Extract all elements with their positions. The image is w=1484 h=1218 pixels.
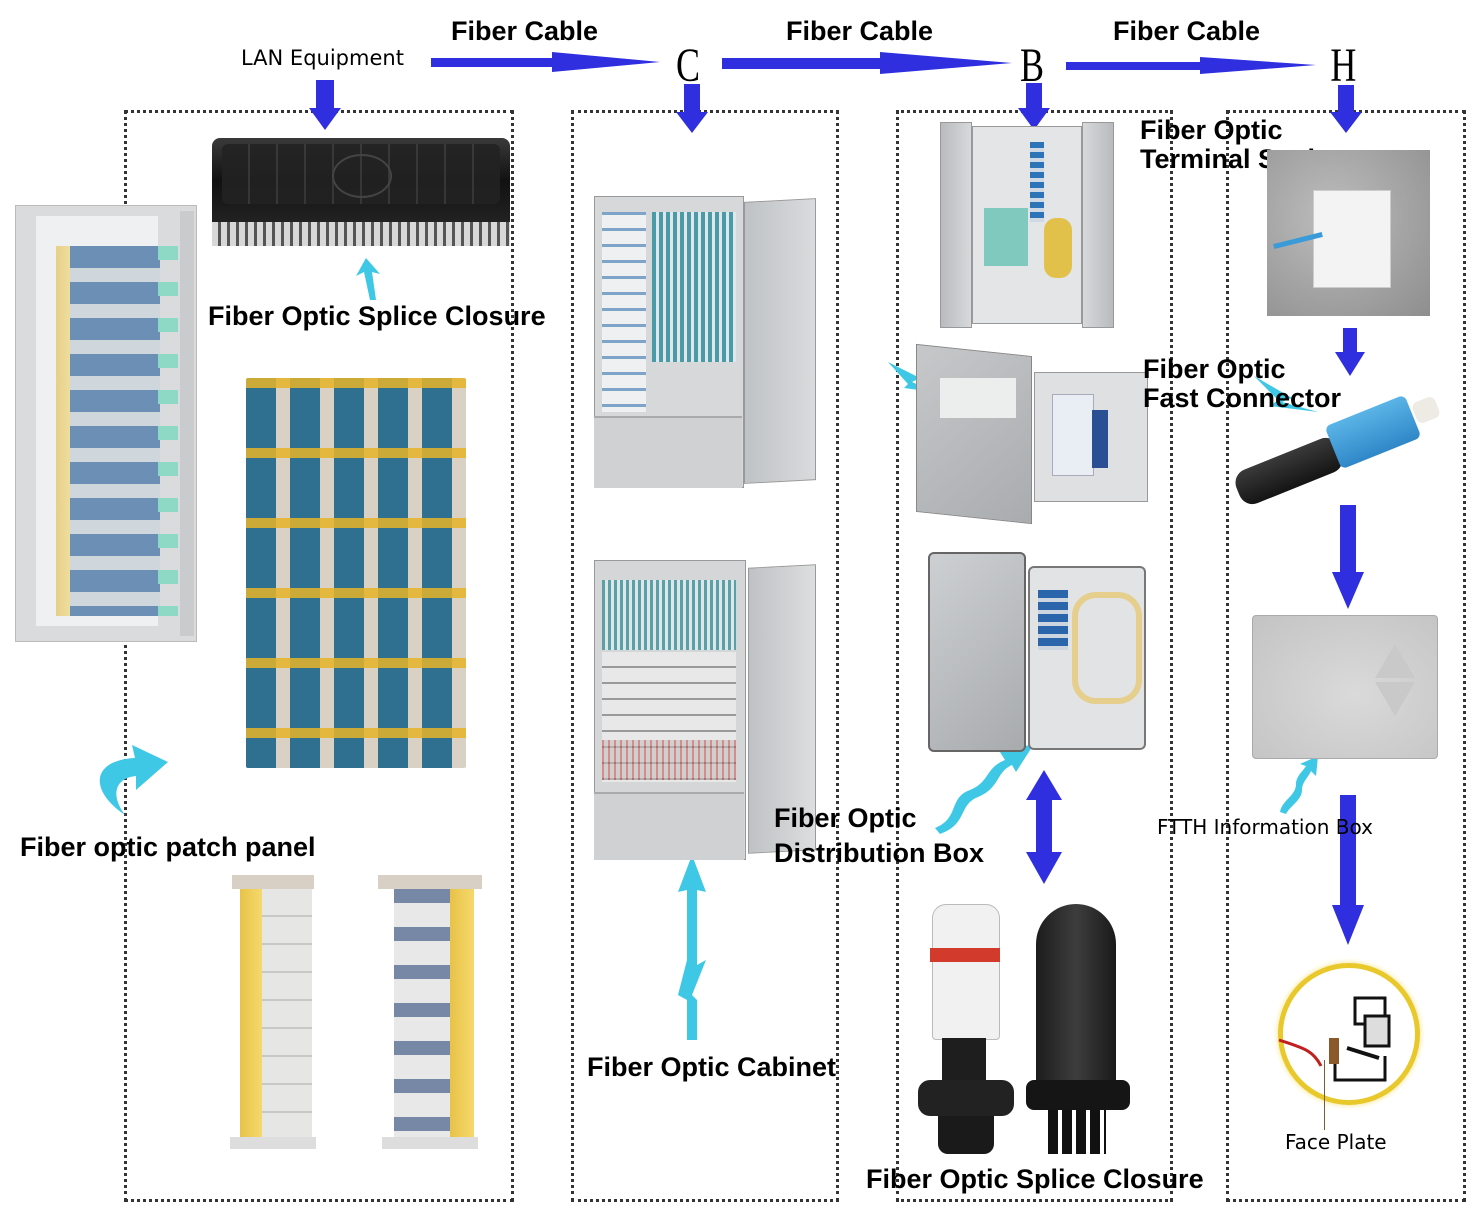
- splice-closure-horizontal-image: [212, 130, 510, 258]
- terminal-socket-label-line1: Fiber Optic: [1140, 115, 1283, 145]
- ftth-box-label: FTTH Information Box: [1157, 815, 1373, 839]
- patch-panel-rack-image: [15, 205, 197, 642]
- down-arrow-icon: [1335, 328, 1365, 376]
- ftth-logo-icon: [1269, 634, 1313, 646]
- curved-arrow-icon: [99, 745, 168, 815]
- fast-connector-label-line2: Fast Connector: [1143, 383, 1342, 413]
- distribution-box-image: [916, 343, 1148, 525]
- down-arrow-icon: [1330, 85, 1362, 133]
- down-arrow-icon: [676, 84, 708, 133]
- distribution-box-image: [928, 552, 1146, 752]
- distribution-box-image: [940, 122, 1114, 328]
- down-arrow-icon: [1018, 83, 1050, 130]
- face-plate-icon: [1278, 996, 1391, 1082]
- fiber-cabinet-image: [594, 560, 820, 860]
- fiber-cabinet-image: [594, 196, 820, 488]
- splice-closure-label-b: Fiber Optic Splice Closure: [866, 1164, 1204, 1194]
- pointer-arrow-icon: [1254, 376, 1318, 412]
- splice-closure-dome-image: [916, 900, 1146, 1156]
- lan-equipment-label: LAN Equipment: [241, 46, 404, 70]
- node-h: H: [1330, 39, 1357, 92]
- node-c: C: [676, 39, 701, 92]
- patch-panel-label: Fiber optic patch panel: [20, 832, 316, 862]
- flow-arrow-icon: [1066, 57, 1316, 74]
- patch-panel-photo: [246, 378, 466, 768]
- distribution-box-label-line2: Distribution Box: [774, 838, 984, 868]
- terminal-socket-image: [1267, 150, 1430, 316]
- patch-panel-frame-image: [222, 875, 322, 1150]
- fiber-cable-label-2: Fiber Cable: [786, 16, 934, 46]
- down-arrow-icon: [309, 80, 341, 130]
- pointer-arrow-icon: [356, 258, 380, 300]
- panel-c: [571, 110, 839, 1202]
- ftth-box-image: [1252, 615, 1438, 759]
- double-arrow-icon: [1026, 770, 1062, 884]
- node-b: B: [1020, 39, 1045, 92]
- squiggle-arrow-icon: [1280, 756, 1318, 814]
- down-arrow-icon: [1332, 505, 1364, 609]
- face-plate-label: Face Plate: [1285, 1130, 1387, 1154]
- up-arrow-icon: [678, 855, 706, 1040]
- patch-panel-frame-image: [372, 875, 490, 1150]
- fast-connector-image: [1231, 394, 1454, 509]
- distribution-box-label-line1: Fiber Optic: [774, 803, 917, 833]
- down-arrow-icon: [1332, 795, 1364, 945]
- flow-arrow-icon: [431, 52, 660, 72]
- fiber-cabinet-label: Fiber Optic Cabinet: [587, 1052, 837, 1082]
- face-plate-pointer-line: [1324, 1060, 1325, 1130]
- squiggle-arrow-icon: [935, 744, 1034, 834]
- fiber-cable-label-1: Fiber Cable: [451, 16, 599, 46]
- flow-arrow-icon: [722, 52, 1012, 74]
- splice-closure-label-lan: Fiber Optic Splice Closure: [208, 301, 546, 331]
- fiber-cable-label-3: Fiber Cable: [1113, 16, 1261, 46]
- face-plate-image: [1278, 963, 1420, 1105]
- fast-connector-label-line1: Fiber Optic: [1143, 354, 1286, 384]
- pointer-arrow-icon: [888, 362, 934, 392]
